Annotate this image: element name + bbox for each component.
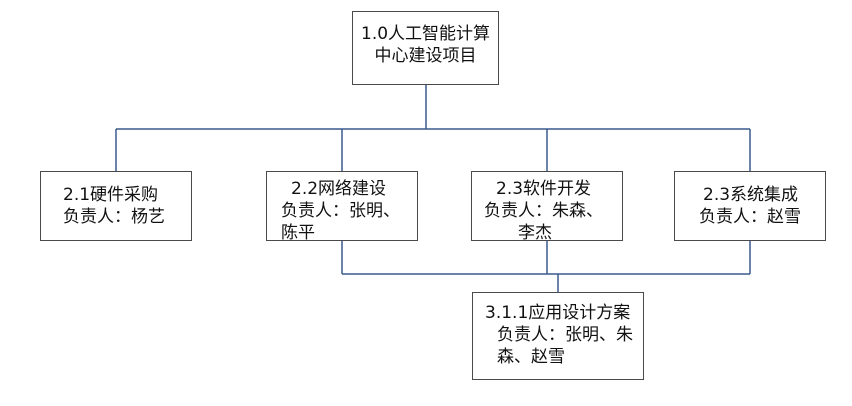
node-integration-owner: 负责人：赵雪 [699, 207, 801, 227]
node-root-title-line-1: 1.0人工智能计算 [361, 24, 491, 44]
node-app-design-title: 3.1.1应用设计方案 [485, 303, 631, 323]
node-hardware-procurement: 2.1硬件采购 负责人：杨艺 [40, 171, 192, 241]
node-network-owner: 负责人：张明、 [281, 201, 400, 221]
node-network-construction: 2.2网络建设 负责人：张明、 陈平 [266, 171, 418, 243]
node-integration-title: 2.3系统集成 [703, 185, 799, 205]
node-app-design-owner-cont: 森、赵雪 [497, 347, 565, 367]
node-software-development: 2.3软件开发 负责人：朱森、 李杰 [471, 171, 623, 243]
node-software-owner-cont: 李杰 [518, 223, 552, 243]
node-root-title-line-2: 中心建设项目 [374, 46, 477, 66]
node-software-owner: 负责人：朱森、 [484, 201, 603, 221]
node-app-design-owner: 负责人：张明、朱 [497, 325, 633, 345]
node-hardware-owner: 负责人：杨艺 [63, 207, 165, 227]
node-root-project: 1.0人工智能计算 中心建设项目 [352, 11, 499, 85]
node-system-integration: 2.3系统集成 负责人：赵雪 [674, 171, 826, 241]
node-network-title: 2.2网络建设 [291, 179, 387, 199]
node-software-title: 2.3软件开发 [496, 179, 592, 199]
node-application-design: 3.1.1应用设计方案 负责人：张明、朱 森、赵雪 [472, 292, 644, 380]
node-network-owner-cont: 陈平 [281, 223, 315, 243]
node-hardware-title: 2.1硬件采购 [63, 185, 159, 205]
